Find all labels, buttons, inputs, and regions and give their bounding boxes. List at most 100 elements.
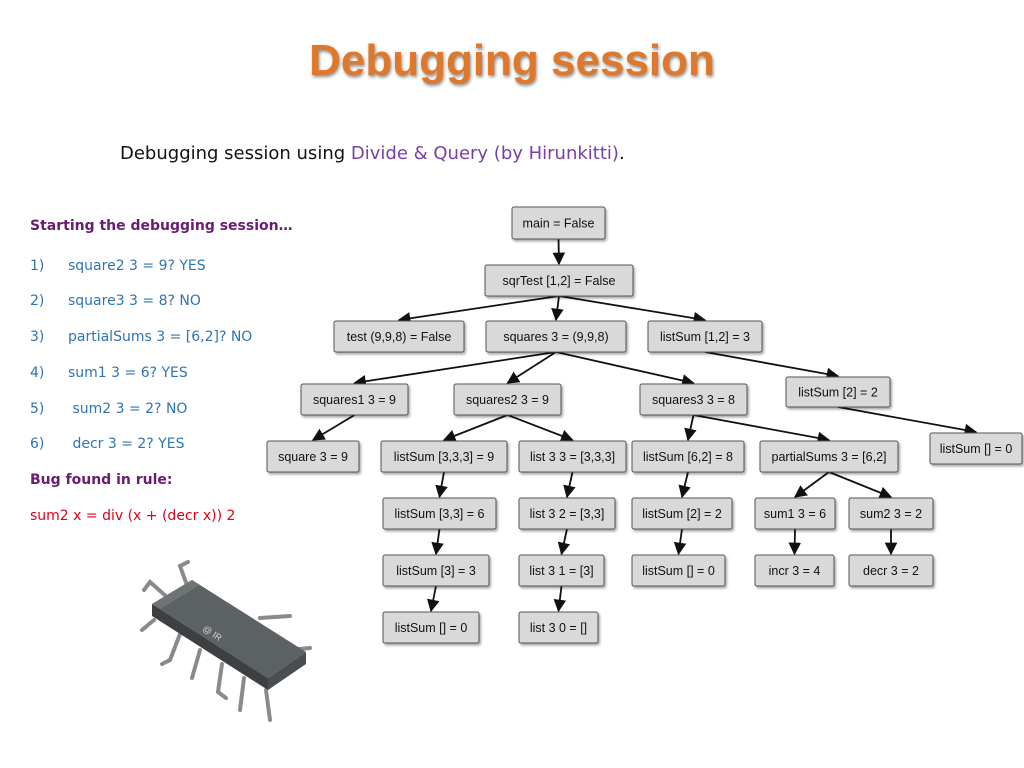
step-text: partialSums 3 = [6,2]? NO	[68, 329, 253, 345]
tree-node-incr: incr 3 = 4	[754, 554, 835, 587]
edge-listSum12-to-listSum2a	[704, 351, 840, 381]
edge-list31-to-list30	[553, 585, 567, 613]
tree-node-label: square 3 = 9	[278, 450, 348, 464]
tree-node-label: listSum [] = 0	[940, 442, 1013, 456]
debug-steps-panel: Starting the debugging session… 1)square…	[30, 218, 330, 524]
tree-node-listSum3: listSum [3] = 3	[382, 554, 490, 587]
tree-node-label: test (9,9,8) = False	[347, 330, 452, 344]
tree-node-label: listSum [2] = 2	[798, 386, 878, 400]
step-item: 4) sum1 3 = 6? YES	[30, 365, 188, 381]
tree-node-box	[785, 376, 891, 408]
session-heading: Starting the debugging session…	[30, 218, 293, 234]
edge-squares1-to-square	[311, 414, 355, 441]
subtitle-highlight: Divide & Query (by Hirunkitti)	[350, 143, 619, 164]
step-item: 6) decr 3 = 2? YES	[30, 436, 184, 452]
step-number: 1)	[30, 258, 45, 274]
tree-node-sqrTest: sqrTest [1,2] = False	[484, 264, 634, 297]
tree-node-label: listSum [3] = 3	[396, 564, 476, 578]
tree-node-listSumEb: listSum [] = 0	[631, 554, 726, 587]
edge-listSum2b-to-listSumEb	[673, 528, 687, 556]
tree-node-label: listSum [] = 0	[642, 564, 715, 578]
edge-listSum333-to-listSum33	[435, 471, 448, 499]
edge-squares3-to-partialSums	[693, 414, 831, 445]
tree-node-box	[333, 320, 465, 353]
tree-node-label: squares 3 = (9,9,8)	[503, 330, 608, 344]
edge-squares2-to-listSum333	[442, 414, 508, 442]
tree-node-box	[631, 497, 733, 530]
tree-node-squares1: squares1 3 = 9	[300, 383, 409, 416]
edge-squares-to-squares2	[506, 351, 557, 384]
tree-node-label: sqrTest [1,2] = False	[503, 274, 616, 288]
tree-node-label: listSum [2] = 2	[642, 507, 722, 521]
tree-node-partialSums: partialSums 3 = [6,2]	[759, 440, 899, 473]
step-text: square3 3 = 8? NO	[68, 293, 201, 309]
tree-node-sum1: sum1 3 = 6	[754, 497, 836, 530]
tree-node-box	[754, 497, 836, 530]
tree-node-squares3: squares3 3 = 8	[639, 383, 748, 416]
tree-node-box	[639, 383, 748, 416]
tree-node-box	[380, 440, 508, 473]
tree-node-listSum33: listSum [3,3] = 6	[382, 497, 497, 530]
tree-node-listSum62: listSum [6,2] = 8	[631, 440, 745, 473]
tree-node-squares2: squares2 3 = 9	[453, 383, 562, 416]
step-number: 4)	[30, 365, 45, 381]
bug-heading: Bug found in rule:	[30, 472, 173, 488]
tree-node-box	[647, 320, 763, 353]
tree-node-list31: list 3 1 = [3]	[518, 554, 605, 587]
tree-node-label: list 3 0 = []	[530, 621, 587, 635]
tree-node-label: squares3 3 = 8	[652, 393, 735, 407]
tree-node-label: main = False	[523, 217, 595, 231]
tree-node-box	[518, 554, 605, 587]
tree-node-list33: list 3 3 = [3,3,3]	[518, 440, 627, 473]
tree-node-label: listSum [3,3,3] = 9	[394, 450, 494, 464]
tree-node-test: test (9,9,8) = False	[333, 320, 465, 353]
tree-node-box	[382, 554, 490, 587]
tree-node-label: list 3 3 = [3,3,3]	[530, 450, 615, 464]
step-text: decr 3 = 2? YES	[68, 436, 185, 452]
tree-node-label: sum2 3 = 2	[860, 507, 922, 521]
tree-node-decr: decr 3 = 2	[848, 554, 934, 587]
edge-sqrTest-to-squares	[551, 295, 564, 322]
step-item: 5) sum2 3 = 2? NO	[30, 401, 187, 417]
step-item: 3)partialSums 3 = [6,2]? NO	[30, 329, 252, 345]
edge-partialSums-to-sum2	[828, 471, 893, 499]
tree-node-listSum333: listSum [3,3,3] = 9	[380, 440, 508, 473]
tree-edges	[311, 238, 978, 613]
tree-node-list30: list 3 0 = []	[518, 611, 599, 644]
step-item: 1)square2 3 = 9? YES	[30, 258, 206, 274]
tree-node-box	[484, 264, 634, 297]
tree-node-box	[754, 554, 835, 587]
edge-partialSums-to-sum1	[793, 471, 830, 498]
tree-node-squares: squares 3 = (9,9,8)	[485, 320, 627, 353]
tree-node-label: sum1 3 = 6	[764, 507, 826, 521]
bug-chip-icon: @ IR	[140, 560, 312, 722]
tree-node-label: list 3 1 = [3]	[529, 564, 593, 578]
edge-sqrTest-to-test	[397, 295, 560, 325]
subtitle: Debugging session using Divide & Query (…	[120, 143, 625, 164]
tree-node-label: listSum [6,2] = 8	[643, 450, 733, 464]
edge-main-to-sqrTest	[552, 238, 566, 266]
step-text: sum1 3 = 6? YES	[68, 365, 188, 381]
tree-node-box	[511, 206, 606, 240]
tree-node-box	[382, 497, 497, 530]
tree-node-box	[382, 611, 480, 644]
step-number: 6)	[30, 436, 45, 452]
tree-node-box	[631, 440, 745, 473]
edge-squares-to-squares1	[353, 351, 557, 388]
step-text: sum2 3 = 2? NO	[68, 401, 188, 417]
tree-node-label: incr 3 = 4	[769, 564, 821, 578]
tree-node-box	[929, 432, 1023, 465]
tree-node-box	[848, 554, 934, 587]
edge-squares3-to-listSum62	[684, 414, 697, 442]
tree-node-listSum2a: listSum [2] = 2	[785, 376, 891, 408]
subtitle-prefix: Debugging session using	[120, 143, 351, 164]
edge-list33-to-list32	[563, 471, 576, 499]
tree-node-box	[518, 440, 627, 473]
slide-title: Debugging session	[309, 36, 715, 85]
step-item: 2)square3 3 = 8? NO	[30, 293, 201, 309]
edge-listSum3-to-listSumEc	[427, 585, 440, 613]
tree-node-square: square 3 = 9	[266, 440, 360, 473]
edge-sqrTest-to-listSum12	[558, 295, 707, 325]
tree-node-listSumEa: listSum [] = 0	[929, 432, 1023, 465]
